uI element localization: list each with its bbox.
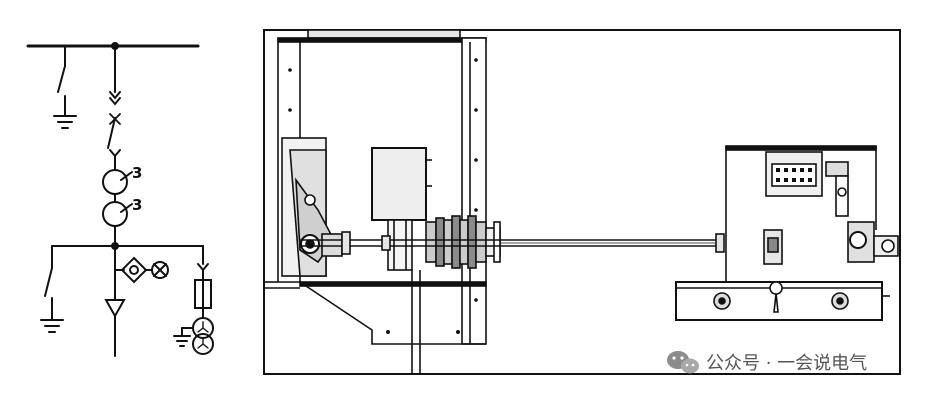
vertical-support-bar: [411, 270, 421, 374]
indicator-lamp: [151, 261, 169, 279]
cabinet-outline: [263, 29, 901, 375]
watermark: 公众号 · 一会说电气: [667, 351, 867, 374]
switchgear-section-drawing: [263, 29, 901, 375]
top-cap: [307, 29, 461, 39]
insulating-bushing: [425, 215, 501, 269]
watermark-text: 公众号 · 一会说电气: [706, 353, 867, 374]
voltage-transformer-branch: [173, 245, 214, 355]
wechat-icon: [667, 351, 699, 374]
earthing-switch-top: [53, 45, 77, 129]
ct-label-1: 3: [132, 164, 142, 182]
cable-termination: [104, 299, 126, 319]
circuit-breaker-compartment: [264, 37, 487, 345]
single-line-schematic: 3 3: [26, 42, 214, 357]
current-transformer-1: [102, 169, 128, 195]
voltage-transformer-2: [192, 333, 214, 355]
truck-base: [675, 281, 890, 321]
withdrawable-truck: [715, 145, 899, 282]
breaker-pole-box: [371, 147, 432, 271]
voltage-indicator: [114, 256, 169, 284]
withdrawal-shaft: [300, 231, 720, 255]
ct-label-2: 3: [132, 196, 142, 214]
main-feeder: [102, 45, 133, 357]
earthing-switch-bottom: [40, 245, 64, 333]
current-transformer-2: [102, 201, 128, 227]
operating-mechanism: [281, 137, 343, 277]
